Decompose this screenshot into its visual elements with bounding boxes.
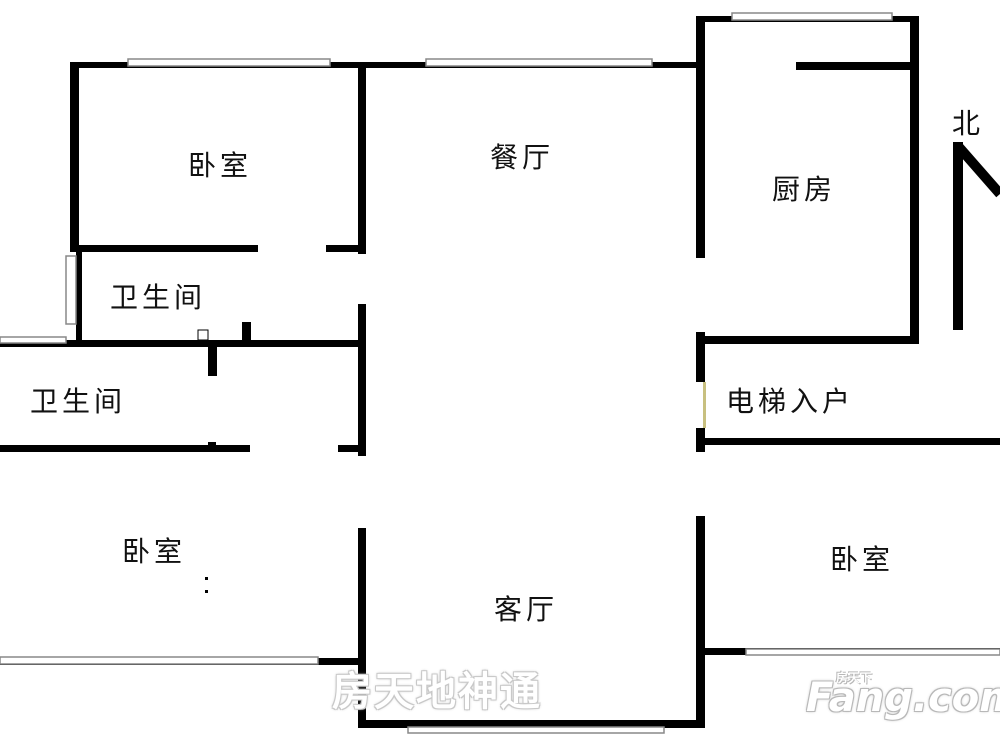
wall bbox=[70, 62, 79, 252]
room-label-bedroom-bottom-right: 卧室 bbox=[830, 543, 895, 576]
speck bbox=[205, 577, 208, 580]
wall bbox=[78, 245, 258, 252]
window bbox=[0, 656, 319, 665]
room-label-dining-room: 餐厅 bbox=[490, 141, 555, 174]
wall bbox=[242, 322, 251, 342]
room-label-kitchen: 厨房 bbox=[772, 173, 837, 206]
north-arrow-icon bbox=[954, 142, 1000, 198]
site-watermark-small: 房天下 bbox=[836, 671, 873, 685]
room-label-elevator-entrance: 电梯入户 bbox=[726, 385, 855, 418]
door-mark bbox=[197, 329, 209, 341]
wall bbox=[696, 16, 705, 258]
room-label-bathroom-upper: 卫生间 bbox=[110, 281, 207, 314]
wall bbox=[0, 340, 366, 347]
wall bbox=[910, 16, 919, 344]
wall bbox=[338, 445, 366, 452]
window bbox=[127, 58, 331, 67]
wall bbox=[358, 304, 366, 456]
window bbox=[407, 726, 665, 734]
room-label-living-room: 客厅 bbox=[494, 593, 559, 626]
wall bbox=[326, 245, 366, 252]
room-label-bedroom-top-left: 卧室 bbox=[188, 149, 253, 182]
window bbox=[65, 255, 77, 325]
wall bbox=[696, 516, 705, 728]
room-label-bedroom-bottom-left: 卧室 bbox=[122, 535, 187, 568]
wall bbox=[0, 445, 250, 452]
wall bbox=[208, 342, 217, 376]
compass-north-label: 北 bbox=[952, 107, 981, 140]
speck bbox=[205, 590, 208, 593]
wall bbox=[696, 336, 918, 344]
wall bbox=[696, 438, 1000, 445]
window bbox=[425, 58, 653, 67]
window bbox=[731, 12, 893, 21]
wall bbox=[358, 62, 366, 254]
wall bbox=[76, 252, 82, 342]
site-watermark: 房天下 Fang.com bbox=[806, 672, 1000, 721]
window bbox=[745, 648, 1000, 656]
site-watermark-text: Fang.com bbox=[806, 675, 1000, 721]
window bbox=[0, 336, 67, 344]
wall bbox=[796, 62, 912, 70]
door-details bbox=[197, 329, 706, 593]
wall bbox=[358, 720, 705, 728]
agency-watermark: 房天地神通 bbox=[332, 669, 542, 715]
door-mark bbox=[703, 382, 706, 428]
wall bbox=[696, 332, 705, 382]
wall bbox=[358, 528, 366, 728]
windows bbox=[0, 12, 1000, 734]
compass-bar bbox=[953, 142, 963, 330]
room-label-bathroom-lower: 卫生间 bbox=[30, 385, 127, 418]
